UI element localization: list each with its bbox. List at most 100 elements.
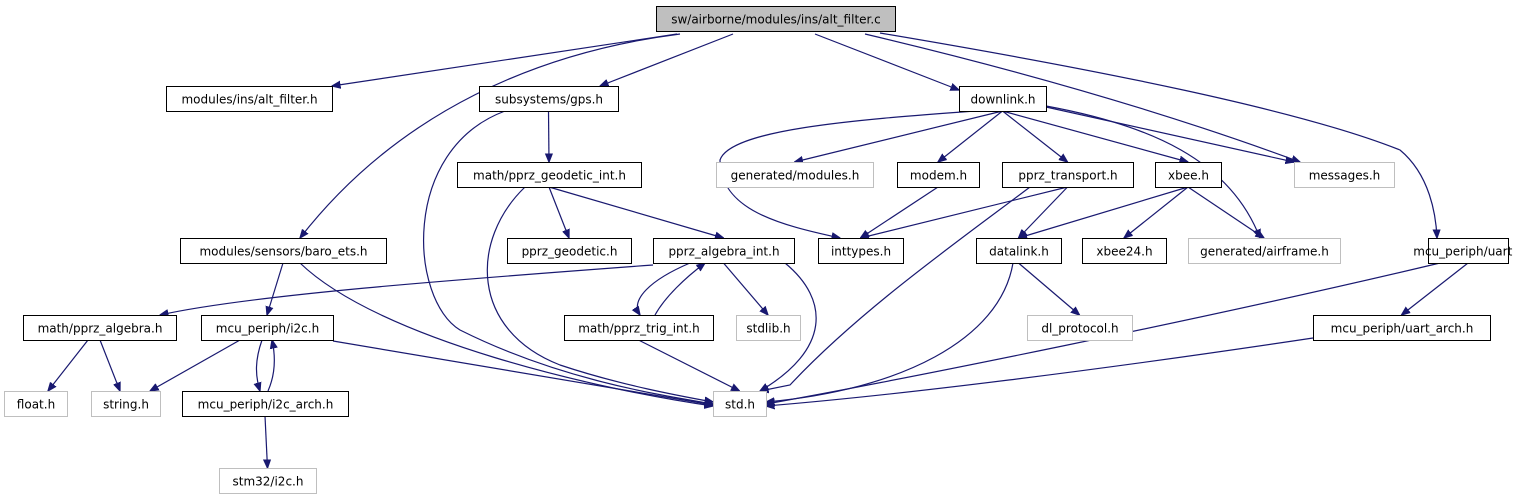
edge-trig_int_h-to-algebra_int_h bbox=[654, 263, 705, 316]
node-label: pprz_algebra_int.h bbox=[668, 245, 779, 259]
edge-downlink_h-to-xbee_h bbox=[1002, 110, 1189, 162]
node-label: sw/airborne/modules/ins/alt_filter.c bbox=[671, 13, 881, 27]
node-label: math/pprz_algebra.h bbox=[38, 322, 163, 336]
node-alt-filter-h[interactable]: modules/ins/alt_filter.h bbox=[166, 86, 333, 112]
node-float-h: float.h bbox=[4, 391, 68, 417]
edge-transport_h-to-datalink_h bbox=[1019, 186, 1068, 238]
node-i2c-h[interactable]: mcu_periph/i2c.h bbox=[201, 315, 334, 341]
node-geodetic-int-h[interactable]: math/pprz_geodetic_int.h bbox=[457, 162, 642, 188]
node-box bbox=[564, 315, 714, 341]
edge-baro_ets_h-to-i2c_h bbox=[267, 262, 284, 315]
node-gps-h[interactable]: subsystems/gps.h bbox=[479, 86, 619, 112]
edge-geodetic_int_h-to-geodetic_h bbox=[548, 186, 569, 238]
node-box bbox=[1313, 315, 1491, 341]
node-label: dl_protocol.h bbox=[1041, 322, 1118, 336]
node-box bbox=[4, 391, 68, 417]
node-box bbox=[201, 315, 334, 341]
node-box bbox=[457, 162, 642, 188]
node-label: generated/airframe.h bbox=[1200, 245, 1329, 259]
node-baro-ets-h[interactable]: modules/sensors/baro_ets.h bbox=[180, 238, 387, 264]
edge-xbee_h-to-datalink_h bbox=[1019, 186, 1189, 238]
node-geodetic-h[interactable]: pprz_geodetic.h bbox=[507, 238, 632, 264]
node-label: mcu_periph/i2c_arch.h bbox=[198, 398, 334, 412]
edge-alt_filter_c-to-gps_h bbox=[600, 33, 734, 86]
nodes-layer: sw/airborne/modules/ins/alt_filter.cmodu… bbox=[4, 6, 1513, 494]
node-box bbox=[736, 315, 801, 341]
edge-datalink_h-to-dl_protocol_h bbox=[1018, 262, 1080, 315]
edge-i2c_arch_h-to-stm32_i2c_h bbox=[265, 415, 268, 468]
node-uart-h[interactable]: mcu_periph/uart.h bbox=[1413, 238, 1513, 264]
edge-algebra_int_h-to-stdlib_h bbox=[723, 262, 769, 315]
node-box bbox=[1188, 238, 1341, 264]
node-label: mcu_periph/uart_arch.h bbox=[1331, 322, 1474, 336]
node-downlink-h[interactable]: downlink.h bbox=[959, 86, 1047, 112]
node-label: mcu_periph/uart.h bbox=[1413, 245, 1513, 259]
node-label: pprz_geodetic.h bbox=[522, 245, 618, 259]
edge-uart_arch_h-to-std_h bbox=[766, 337, 1314, 406]
edge-xbee_h-to-gen_airframe_h bbox=[1187, 186, 1264, 238]
edge-geodetic_int_h-to-algebra_int_h bbox=[548, 186, 724, 238]
edge-alt_filter_c-to-baro_ets_h bbox=[300, 33, 681, 238]
node-datalink-h[interactable]: datalink.h bbox=[976, 238, 1062, 264]
node-stm32-i2c-h: stm32/i2c.h bbox=[219, 468, 317, 494]
edge-downlink_h-to-inttypes_h bbox=[719, 110, 976, 238]
node-xbee24-h[interactable]: xbee24.h bbox=[1082, 238, 1167, 264]
node-label: xbee.h bbox=[1168, 169, 1209, 183]
edge-downlink_h-to-messages_h bbox=[1045, 106, 1294, 162]
node-label: math/pprz_geodetic_int.h bbox=[473, 169, 626, 183]
edge-geodetic_int_h-to-std_h bbox=[486, 186, 713, 402]
node-gen-modules-h: generated/modules.h bbox=[716, 162, 874, 188]
node-modem-h[interactable]: modem.h bbox=[897, 162, 980, 188]
edge-uart_h-to-std_h bbox=[766, 262, 1441, 404]
node-algebra-h[interactable]: math/pprz_algebra.h bbox=[23, 315, 177, 341]
node-gen-airframe-h: generated/airframe.h bbox=[1188, 238, 1341, 264]
node-inttypes-h[interactable]: inttypes.h bbox=[818, 238, 904, 264]
node-algebra-int-h[interactable]: pprz_algebra_int.h bbox=[653, 238, 795, 264]
node-box bbox=[959, 86, 1047, 112]
node-label: messages.h bbox=[1309, 169, 1381, 183]
node-box bbox=[1002, 162, 1134, 188]
node-box bbox=[653, 238, 795, 264]
node-transport-h[interactable]: pprz_transport.h bbox=[1002, 162, 1134, 188]
edge-alt_filter_c-to-downlink_h bbox=[814, 33, 959, 90]
node-box bbox=[219, 468, 317, 494]
node-box bbox=[1027, 315, 1133, 341]
node-trig-int-h[interactable]: math/pprz_trig_int.h bbox=[564, 315, 714, 341]
edge-xbee_h-to-xbee24_h bbox=[1124, 186, 1189, 238]
edge-alt_filter_c-to-messages_h bbox=[864, 33, 1300, 162]
node-string-h: string.h bbox=[91, 391, 161, 417]
node-uart-arch-h[interactable]: mcu_periph/uart_arch.h bbox=[1313, 315, 1491, 341]
edge-algebra_int_h-to-std_h bbox=[760, 262, 817, 391]
node-label: stdlib.h bbox=[746, 322, 790, 336]
node-box bbox=[479, 86, 619, 112]
node-label: math/pprz_trig_int.h bbox=[578, 322, 700, 336]
edge-downlink_h-to-gen_airframe_h bbox=[1045, 105, 1260, 238]
edge-gps_h-to-geodetic_int_h bbox=[549, 110, 550, 162]
node-label: modem.h bbox=[910, 169, 967, 183]
node-box bbox=[23, 315, 177, 341]
node-box bbox=[166, 86, 333, 112]
edge-algebra_int_h-to-trig_int_h bbox=[637, 262, 691, 315]
node-box bbox=[182, 391, 349, 417]
node-box bbox=[180, 238, 387, 264]
node-box bbox=[716, 162, 874, 188]
node-label: downlink.h bbox=[970, 93, 1035, 107]
node-alt-filter-c[interactable]: sw/airborne/modules/ins/alt_filter.c bbox=[656, 6, 896, 32]
edge-alt_filter_c-to-alt_filter_h bbox=[332, 33, 678, 86]
edge-algebra_h-to-float_h bbox=[48, 339, 89, 391]
edge-transport_h-to-inttypes_h bbox=[861, 186, 1068, 238]
edge-downlink_h-to-transport_h bbox=[1002, 110, 1068, 162]
node-box bbox=[1082, 238, 1167, 264]
node-label: xbee24.h bbox=[1096, 245, 1152, 259]
node-box bbox=[656, 6, 896, 32]
edge-i2c_h-to-string_h bbox=[150, 339, 241, 391]
edge-i2c_h-to-std_h bbox=[332, 340, 713, 405]
edge-uart_h-to-uart_arch_h bbox=[1402, 262, 1469, 315]
node-label: modules/ins/alt_filter.h bbox=[181, 93, 317, 107]
node-label: subsystems/gps.h bbox=[495, 93, 603, 107]
node-i2c-arch-h[interactable]: mcu_periph/i2c_arch.h bbox=[182, 391, 349, 417]
node-label: pprz_transport.h bbox=[1018, 169, 1117, 183]
node-xbee-h[interactable]: xbee.h bbox=[1155, 162, 1222, 188]
node-box bbox=[713, 391, 767, 417]
